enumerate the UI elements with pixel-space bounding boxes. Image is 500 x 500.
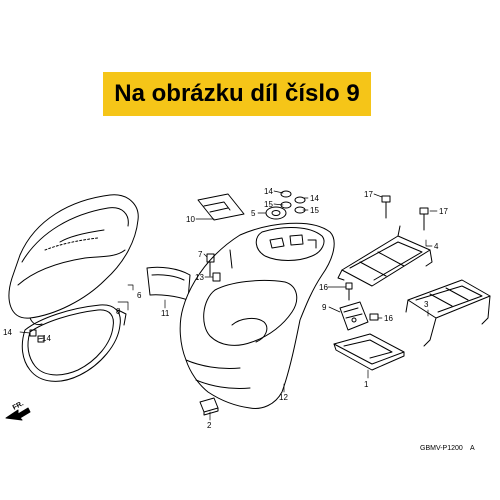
callout-14: 14 [264, 187, 273, 196]
callout-15: 15 [310, 206, 319, 215]
leader-lines [19, 190, 438, 421]
callout-13: 13 [195, 273, 204, 282]
callout-3: 3 [424, 300, 429, 309]
callout-8: 8 [116, 307, 121, 316]
callout-9: 9 [322, 303, 327, 312]
bracket-part-9-drawing [339, 301, 369, 331]
callout-17: 17 [439, 207, 448, 216]
callout-11: 11 [161, 309, 170, 318]
callout-5: 5 [251, 209, 256, 218]
callout-1: 1 [364, 380, 369, 389]
document-bag-drawing [197, 193, 245, 221]
callout-10: 10 [186, 215, 195, 224]
callout-16: 16 [384, 314, 393, 323]
callout-14: 14 [310, 194, 319, 203]
tray-drawing [333, 333, 405, 371]
callout-2: 2 [207, 421, 212, 430]
callout-7: 7 [198, 250, 203, 259]
rear-carrier-drawing [337, 225, 433, 287]
storage-box-drawing [179, 222, 335, 409]
callout-14: 14 [42, 334, 51, 343]
callout-6: 6 [137, 291, 142, 300]
front-direction-arrow-icon [5, 407, 31, 421]
clip-drawing [199, 397, 219, 416]
callout-17: 17 [364, 190, 373, 199]
diagram-code: GBMV-P1200 [420, 445, 463, 452]
callout-labels: 14 14 15 15 5 10 17 17 4 7 13 11 6 8 14 … [3, 187, 448, 430]
callout-12: 12 [279, 393, 288, 402]
seat-drawing [8, 194, 139, 326]
callout-16: 16 [319, 283, 328, 292]
pad-drawing [146, 266, 191, 301]
bolts-drawing [29, 195, 429, 343]
diagram-code-suffix: A [470, 445, 475, 452]
seat-gasket-drawing [21, 304, 127, 382]
callout-14: 14 [3, 328, 12, 337]
front-direction-label: FR. [12, 400, 25, 412]
carrier-bracket-drawing [405, 279, 491, 347]
callout-4: 4 [434, 242, 439, 251]
part-number-banner: Na obrázku díl číslo 9 [103, 72, 371, 116]
callout-15: 15 [264, 200, 273, 209]
